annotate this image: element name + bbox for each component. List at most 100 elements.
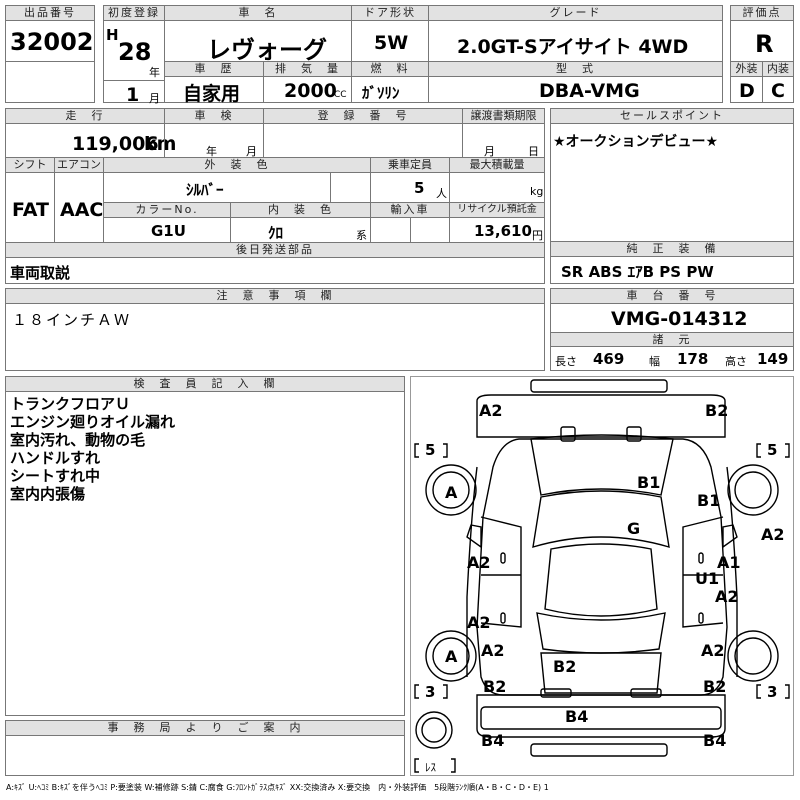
reg-month-unit: 月	[149, 92, 160, 105]
sales-point-cell: セールスポイント ★オークションデビュー★	[550, 108, 794, 242]
model-header: 型 式	[429, 62, 722, 77]
color-no: G1U	[151, 222, 186, 240]
car-name: レヴォーグ	[207, 36, 327, 64]
notes: １８インチＡＷ	[12, 311, 132, 329]
int-color-header: 内 装 色	[231, 203, 370, 218]
chassis-cell: 車 台 番 号 VMG-014312 諸 元 長さ 469 幅 178 高さ 1…	[550, 288, 794, 371]
equipment: SR ABS ｴｱB PS PW	[561, 263, 714, 281]
mark: A2	[467, 613, 491, 632]
inspection-month-unit: 月	[246, 145, 257, 158]
color-no-header: カラーNo.	[104, 203, 230, 218]
later-parts-header: 後日発送部品	[6, 243, 544, 258]
mark: A	[445, 483, 458, 502]
mark: B1	[637, 473, 661, 492]
office-cell: 事 務 局 よ り ご 案 内	[5, 720, 405, 776]
transfer-month-unit: 月	[484, 145, 495, 158]
length: 469	[593, 350, 625, 368]
model: DBA-VMG	[539, 80, 640, 102]
history-cell: 車 歴 自家用	[164, 61, 264, 105]
mark: A2	[761, 525, 785, 544]
mark: A	[445, 647, 458, 666]
lot-number-cell: 出品番号 32002	[5, 5, 95, 62]
lot-blank-cell	[5, 61, 95, 103]
mark: B4	[565, 707, 589, 726]
chassis-number: VMG-014312	[611, 308, 748, 330]
mark: A2	[479, 401, 503, 420]
door-cell: ドア形状 5W	[351, 5, 429, 62]
person-unit: 人	[436, 187, 447, 200]
notes-cell: 注 意 事 項 欄 １８インチＡＷ	[5, 288, 545, 371]
inspector-line: ハンドルすれ	[10, 449, 101, 467]
import-header: 輸入車	[371, 203, 449, 218]
first-reg-cell: 初度登録 H 28 年 1 月	[103, 5, 165, 106]
exterior-score: D	[739, 80, 755, 102]
model-cell: 型 式 DBA-VMG	[428, 61, 723, 103]
tire-rear-left: 3	[425, 683, 436, 701]
kg-unit: kg	[530, 185, 544, 198]
ac: AAC	[60, 199, 104, 221]
mark: B4	[703, 731, 727, 750]
load-header: 最大積載量	[450, 158, 544, 173]
grade-cell: グレード 2.0GT-Sアイサイト 4WD	[428, 5, 723, 62]
mark: B2	[553, 657, 577, 676]
recycle: 13,610	[474, 222, 532, 240]
spec-block: 走 行 119,006 km 車 検 年 月 登 録 番 号 譲渡書類期限 月 …	[5, 108, 545, 284]
shift: FAT	[12, 199, 49, 221]
fuel-cell: 燃 料 ｶﾞｿﾘﾝ	[351, 61, 429, 103]
equipment-cell: 純 正 装 備 SR ABS ｴｱB PS PW	[550, 241, 794, 284]
spare-tire: ﾚｽ	[425, 761, 436, 774]
registration-header: 登 録 番 号	[264, 109, 462, 124]
legend: A:ｷｽﾞ U:ﾍｺﾐ B:ｷｽﾞを伴うﾍｺﾐ P:要塗装 W:補修跡 S:錆 …	[6, 783, 549, 792]
inspector-cell: 検 査 員 記 入 欄 トランクフロアＵ エンジン廻りオイル漏れ 室内汚れ、動物…	[5, 376, 405, 716]
chassis-header: 車 台 番 号	[551, 289, 793, 304]
km-unit: km	[144, 133, 177, 155]
history-header: 車 歴	[165, 62, 263, 77]
inspector-line: トランクフロアＵ	[10, 395, 131, 413]
transfer-day-unit: 日	[528, 145, 539, 158]
car-outline	[414, 379, 790, 773]
mark: A2	[467, 553, 491, 572]
sales-point-header: セールスポイント	[551, 109, 793, 124]
grade: 2.0GT-Sアイサイト 4WD	[457, 36, 689, 58]
fuel-header: 燃 料	[352, 62, 428, 77]
inspector-line: 室内汚れ、動物の毛	[10, 431, 146, 449]
score-header: 評価点	[731, 6, 793, 21]
lot-number: 32002	[10, 28, 94, 56]
cc-unit: CC	[334, 90, 347, 100]
mark: B1	[697, 491, 721, 510]
ac-header: エアコン	[55, 158, 103, 173]
inspector-line: エンジン廻りオイル漏れ	[10, 413, 176, 431]
door-header: ドア形状	[352, 6, 428, 21]
height-label: 高さ	[725, 355, 747, 368]
first-reg-header: 初度登録	[104, 6, 164, 21]
grade-header: グレード	[429, 6, 722, 21]
capacity-header: 乗車定員	[371, 158, 449, 173]
mileage: 119,006	[72, 133, 159, 155]
reg-month: 1	[126, 84, 140, 106]
inspection-header: 車 検	[165, 109, 263, 124]
mark: A2	[481, 641, 505, 660]
mark: A1	[717, 553, 741, 572]
fuel: ｶﾞｿﾘﾝ	[362, 84, 400, 102]
car-name-cell: 車 名 レヴォーグ	[164, 5, 352, 64]
inspector-header: 検 査 員 記 入 欄	[6, 377, 404, 392]
int-color: ｸﾛ	[268, 224, 284, 242]
exterior-header: 外装	[731, 62, 762, 77]
interior-score: C	[771, 80, 785, 102]
inspection-year-unit: 年	[206, 145, 217, 158]
transfer-header: 譲渡書類期限	[463, 109, 544, 124]
inspector-notes: トランクフロアＵ エンジン廻りオイル漏れ 室内汚れ、動物の毛 ハンドルすれ シー…	[10, 395, 175, 503]
inspector-line: シートすれ中	[10, 467, 101, 485]
history: 自家用	[183, 83, 241, 105]
yen-unit: 円	[532, 229, 543, 242]
mark: B4	[481, 731, 505, 750]
color: ｼﾙﾊﾞｰ	[186, 181, 224, 199]
color-header: 外 装 色	[104, 158, 370, 173]
reg-year: 28	[118, 38, 152, 66]
kei-unit: 系	[356, 229, 367, 242]
mark: B2	[703, 677, 727, 696]
sales-point: ★オークションデビュー★	[553, 134, 719, 150]
later-parts: 車両取説	[10, 264, 71, 282]
lot-number-header: 出品番号	[6, 6, 94, 21]
doors: 5W	[374, 32, 409, 54]
